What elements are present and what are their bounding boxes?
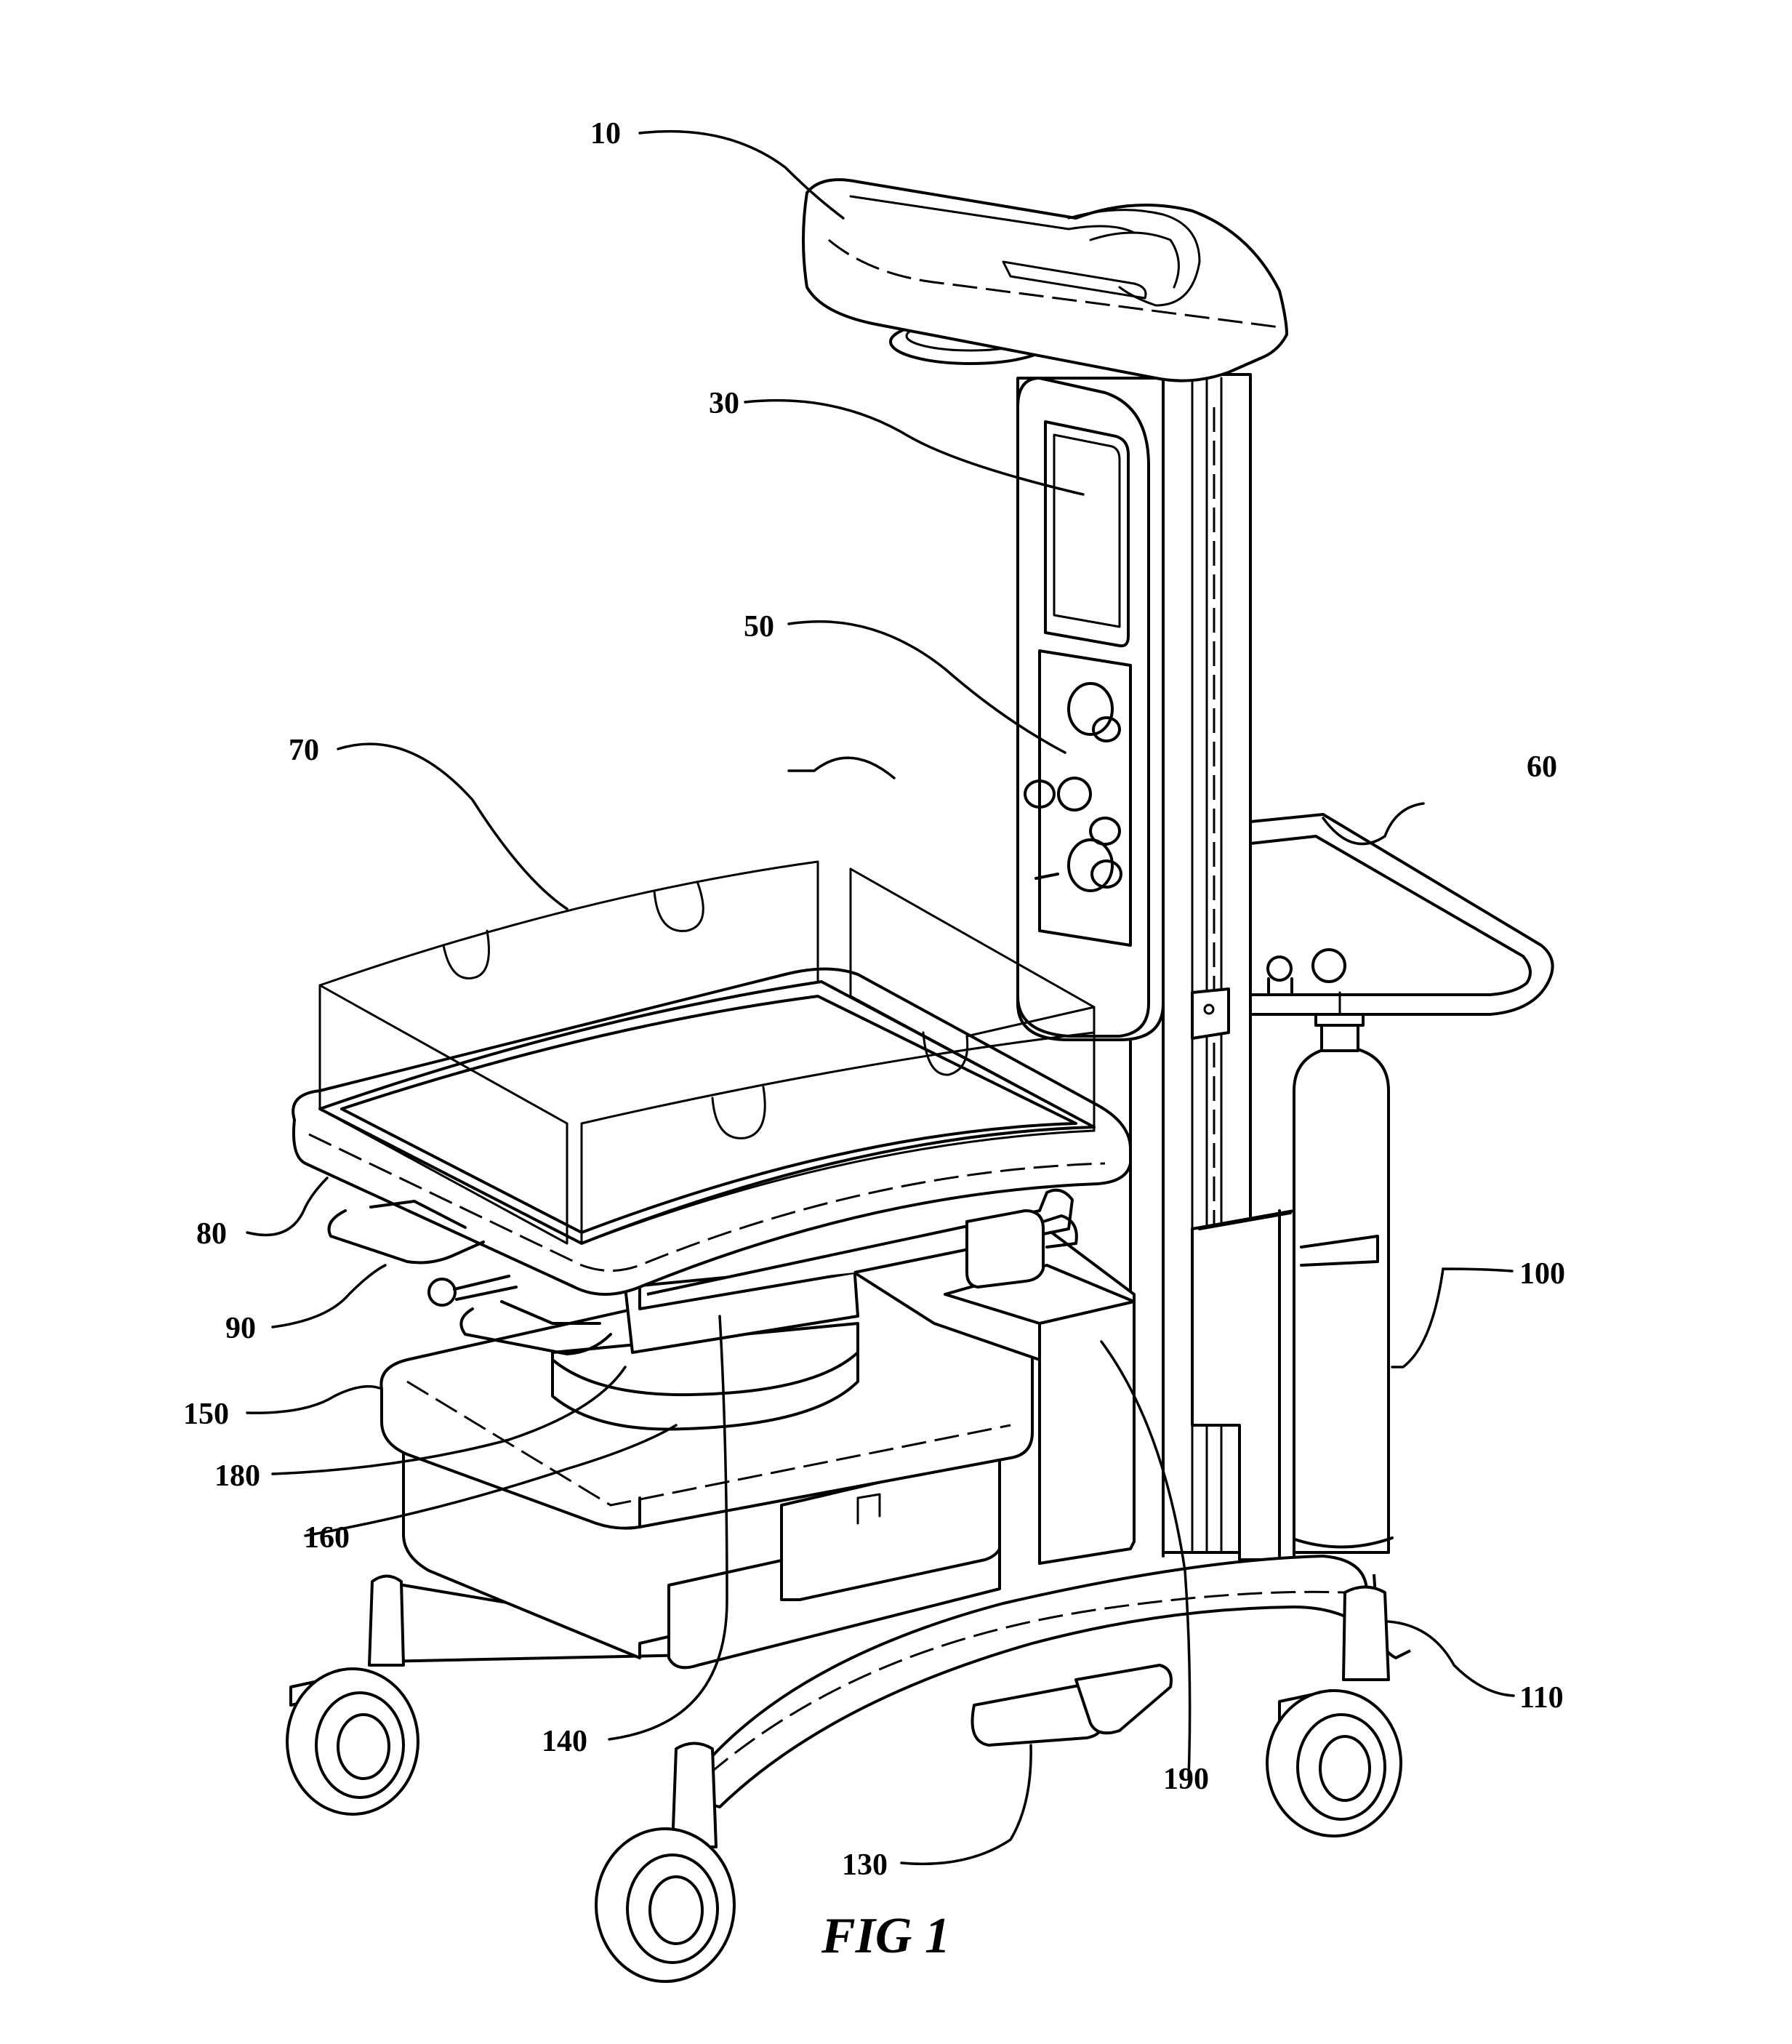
- caster-left-rear: [287, 1576, 418, 1815]
- display-screen: [1045, 422, 1128, 646]
- ref-30: 30: [709, 387, 739, 420]
- ref-90: 90: [225, 1312, 256, 1345]
- ref-50: 50: [744, 610, 774, 644]
- figure-caption: FIG 1: [821, 1908, 950, 1964]
- caster-front: [596, 1744, 734, 1982]
- ref-130: 130: [842, 1848, 888, 1882]
- foot-pedal: [973, 1665, 1172, 1745]
- ref-150: 150: [183, 1398, 229, 1431]
- ref-10: 10: [590, 117, 621, 151]
- control-knobs-panel: [1025, 651, 1130, 945]
- ref-100: 100: [1519, 1257, 1565, 1291]
- ref-190: 190: [1163, 1763, 1209, 1796]
- ref-140: 140: [542, 1725, 587, 1758]
- ref-110: 110: [1519, 1681, 1564, 1715]
- ref-180: 180: [214, 1459, 260, 1493]
- caster-right: [1267, 1587, 1401, 1837]
- ref-80: 80: [196, 1217, 227, 1251]
- ref-160: 160: [304, 1521, 350, 1555]
- gas-cylinder: [1290, 993, 1392, 1552]
- ref-70: 70: [289, 734, 319, 767]
- ref-60: 60: [1527, 750, 1557, 784]
- radiant-warmer-head: [803, 180, 1287, 380]
